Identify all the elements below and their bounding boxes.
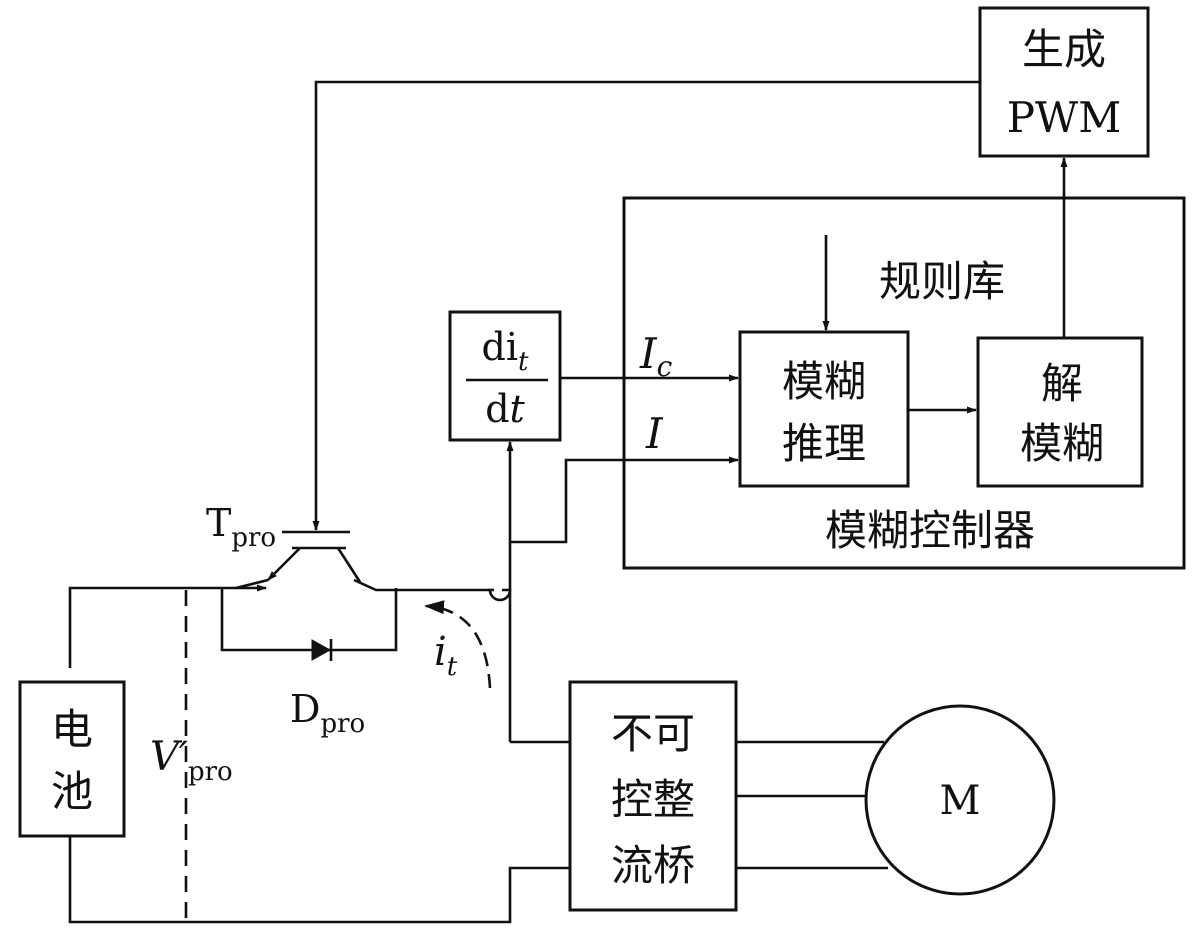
motor: M xyxy=(864,704,1056,896)
rectifier-label-line1: 不可 xyxy=(611,709,695,758)
rule-base-label: 规则库 xyxy=(879,257,1005,306)
fuzzy-controller-label: 模糊控制器 xyxy=(825,506,1035,555)
rectifier-label-line3: 流桥 xyxy=(611,841,695,890)
i-signal-arrow xyxy=(510,456,739,544)
top-rail-right xyxy=(353,578,512,602)
pwm-label-line1: 生成 xyxy=(1022,25,1106,74)
top-rail-left xyxy=(68,584,267,668)
tpro-label: Tpro xyxy=(206,501,276,553)
derivative-numerator: dit xyxy=(482,325,529,377)
motor-label: M xyxy=(940,778,981,824)
inference-label-line1: 模糊 xyxy=(782,357,866,406)
rectifier-bridge-block: 不可 控整 流桥 xyxy=(568,680,738,912)
battery-label-line1: 电 xyxy=(51,705,93,754)
bottom-rail xyxy=(68,836,570,924)
pwm-to-gate-wire xyxy=(312,80,980,531)
rectifier-label-line2: 控整 xyxy=(611,775,695,824)
transistor-tpro xyxy=(235,530,362,590)
pwm-label-line2: PWM xyxy=(1007,93,1121,142)
diode-dpro xyxy=(220,588,398,661)
inference-label-line2: 推理 xyxy=(782,419,866,468)
it-label: it xyxy=(434,629,458,682)
battery-label-line2: 池 xyxy=(51,767,93,816)
derivative-block: dit dt xyxy=(448,310,562,442)
battery-block: 电 池 xyxy=(18,680,126,838)
i-label: I xyxy=(645,409,664,458)
ic-label: Ic xyxy=(639,329,673,383)
vpro-label: V′pro xyxy=(150,734,233,787)
defuzz-label-line1: 解 xyxy=(1041,359,1083,408)
defuzzification-block: 解 模糊 xyxy=(976,336,1144,488)
fuzzy-controller-block: 模糊控制器 xyxy=(622,196,1186,570)
pwm-generator-block: 生成 PWM xyxy=(978,6,1150,158)
dpro-label: Dpro xyxy=(290,687,365,739)
defuzz-label-line2: 模糊 xyxy=(1020,419,1104,468)
derivative-denominator: dt xyxy=(485,387,525,431)
fuzzy-inference-block: 模糊 推理 xyxy=(738,330,910,488)
